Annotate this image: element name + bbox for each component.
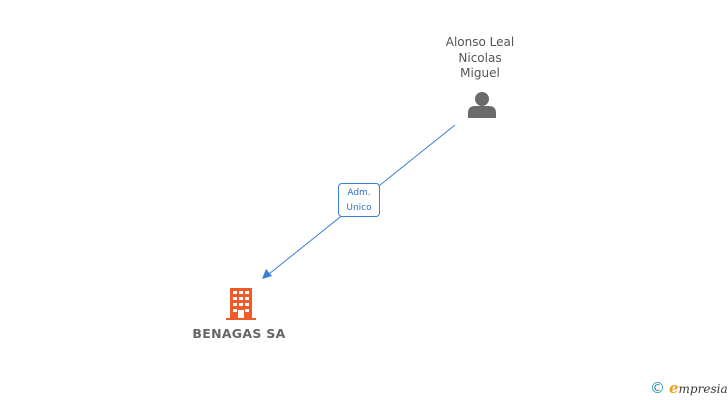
person-name-line: Nicolas — [458, 50, 502, 65]
relation-label-line: Unico — [346, 203, 372, 213]
building-icon[interactable] — [226, 288, 256, 320]
person-name[interactable]: Alonso Leal Nicolas Miguel — [424, 35, 536, 82]
relation-label-line: Adm. — [347, 188, 371, 198]
copyright-icon: © — [650, 378, 665, 397]
person-name-line: Miguel — [460, 66, 500, 80]
brand-initial: e — [669, 379, 679, 397]
person-name-line: Alonso Leal — [445, 35, 515, 49]
brand-rest: mpresia — [678, 382, 728, 396]
person-icon[interactable] — [468, 92, 496, 118]
company-name[interactable]: BENAGAS SA — [192, 326, 286, 341]
relation-arrowhead — [262, 269, 272, 279]
empresia-logo: empresia — [669, 379, 728, 397]
relation-label: Adm. Unico — [338, 183, 380, 217]
empresia-watermark: © empresia — [650, 377, 728, 399]
